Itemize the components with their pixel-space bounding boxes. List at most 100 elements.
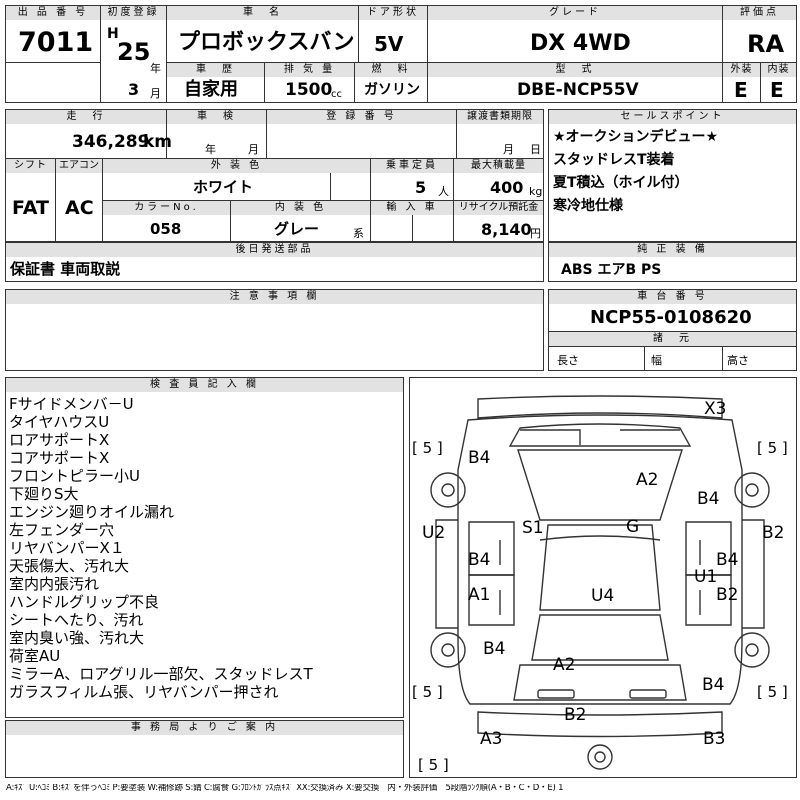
divider (100, 5, 101, 103)
registration-number-label: 登 録 番 号 (267, 110, 456, 124)
divider (55, 158, 56, 242)
inspection-label: 車 検 (167, 110, 266, 124)
mileage-value: 346,289 (72, 132, 150, 152)
grade-value: DX 4WD (530, 31, 631, 56)
color-number-value: 058 (150, 220, 182, 238)
inspector-line: ミラーA、ロアグリル一部欠、スタッドレスT (9, 665, 313, 683)
ac-label: エアコン (56, 159, 102, 173)
rear-left-wheel (430, 632, 466, 668)
model-code-value: DBE-NCP55V (517, 80, 639, 100)
shipping-parts-value: 保証書 車両取説 (10, 260, 121, 278)
inspector-line: フロントピラー小U (9, 467, 140, 485)
divider (412, 214, 413, 242)
inspector-line: 天張傷大、汚れ大 (9, 557, 130, 575)
sales-point-line: スタッドレスT装着 (553, 152, 675, 168)
damage-mark: B2 (762, 523, 785, 543)
genuine-options-value: ABS エアB PS (561, 262, 662, 278)
divider (456, 109, 457, 158)
damage-mark: A3 (480, 729, 503, 749)
inspector-line: 下廻りS大 (9, 485, 79, 503)
inspector-line: 左フェンダー穴 (9, 521, 115, 539)
score-value: RA (747, 30, 785, 58)
exterior-grade-value: E (734, 78, 748, 102)
inspector-line: 荷室AU (9, 647, 61, 665)
inspection-month-unit: 月 (248, 143, 259, 156)
tire-mark-rear-right: [ 5 ] (757, 683, 788, 701)
damage-mark: S1 (522, 518, 544, 538)
damage-mark: B4 (702, 675, 725, 695)
tire-mark-rear-left: [ 5 ] (412, 683, 443, 701)
inspector-line: 室内臭い強、汚れ大 (9, 629, 145, 647)
ac-value: AC (65, 197, 94, 219)
divider (722, 5, 723, 103)
car-name-value: プロボックスバン (178, 30, 355, 55)
color-number-label: カラーNo. (103, 201, 230, 215)
inspector-line: リヤバンパーX１ (9, 539, 125, 557)
inspector-line: ガラスフィルム張、リヤバンパー押され (9, 683, 279, 701)
sales-points-block (548, 109, 797, 242)
divider (102, 158, 103, 242)
damage-mark: U4 (591, 586, 615, 606)
year-unit: 年 (150, 62, 161, 75)
transfer-deadline-label: 譲渡書類期限 (457, 110, 543, 124)
fuel-label: 燃 料 (355, 63, 427, 77)
damage-diagram-block (409, 377, 797, 778)
shift-value: FAT (12, 197, 49, 219)
recycle-fee-label: リサイクル預託金 (454, 201, 543, 215)
tire-mark-front-left: [ 5 ] (412, 439, 443, 457)
divider (166, 109, 167, 158)
vehicle-details-block (5, 109, 544, 242)
divider (230, 200, 231, 242)
damage-mark: B4 (468, 550, 491, 570)
front-bumper-outline (477, 395, 723, 419)
specs-label: 諸 元 (549, 332, 796, 346)
windshield-outline (517, 449, 683, 521)
divider (102, 200, 544, 201)
rear-right-wheel (734, 632, 770, 668)
max-load-unit: kg (529, 185, 543, 198)
office-notes-label: 事 務 局 よ り ご 案 内 (6, 721, 403, 735)
genuine-options-label: 純 正 装 備 (549, 243, 796, 257)
grade-label: グレード (428, 6, 722, 20)
inspector-line: ロアサポートX (9, 431, 110, 449)
divider (427, 62, 428, 103)
inspector-notes-block (5, 377, 404, 718)
divider (166, 5, 167, 103)
car-history-value: 自家用 (184, 79, 238, 100)
divider (370, 200, 371, 242)
front-right-wheel (734, 472, 770, 508)
inspector-notes-label: 検 査 員 記 入 欄 (6, 378, 403, 392)
damage-mark: B4 (483, 639, 506, 659)
damage-mark: B2 (716, 585, 739, 605)
month-value: 3 (128, 80, 140, 99)
divider (266, 109, 267, 158)
sales-point-line: 夏T積込（ホイル付） (553, 175, 689, 191)
damage-mark: B4 (468, 448, 491, 468)
car-history-label: 車 歴 (167, 63, 264, 77)
divider (330, 172, 331, 200)
damage-code-legend: A:ｷｽﾞ U:ﾍｺﾐ B:ｷｽﾞを伴うﾍｺﾐ P:要塗装 W:補修跡 S:錆 … (6, 784, 564, 793)
recycle-fee-unit: 円 (530, 227, 541, 240)
right-rear-door-outline (685, 574, 732, 626)
body-color-value: ホワイト (193, 178, 254, 196)
inspector-line: エンジン廻りオイル漏れ (9, 503, 175, 521)
sales-points-label: セールスポイント (549, 110, 796, 124)
divider (354, 62, 355, 103)
inspector-line: Fサイドメンバ－U (9, 395, 134, 413)
height-label: 高さ (727, 354, 749, 367)
chassis-number-label: 車 台 番 号 (549, 290, 796, 304)
divider (166, 62, 797, 63)
interior-color-suffix: 系 (353, 227, 364, 240)
sales-point-line: 寒冷地仕様 (553, 198, 623, 214)
inspection-year-unit: 年 (205, 143, 216, 156)
divider (370, 158, 371, 200)
damage-mark: U1 (694, 567, 718, 587)
recycle-fee-value: 8,140 (481, 220, 532, 239)
tire-mark-front-right: [ 5 ] (757, 439, 788, 457)
month-unit: 月 (150, 87, 161, 100)
rear-left-lamp (537, 689, 575, 699)
damage-mark: B4 (716, 550, 739, 570)
length-label: 長さ (557, 354, 579, 367)
body-outline (457, 414, 743, 705)
tire-mark-spare: [ 5 ] (418, 756, 449, 774)
